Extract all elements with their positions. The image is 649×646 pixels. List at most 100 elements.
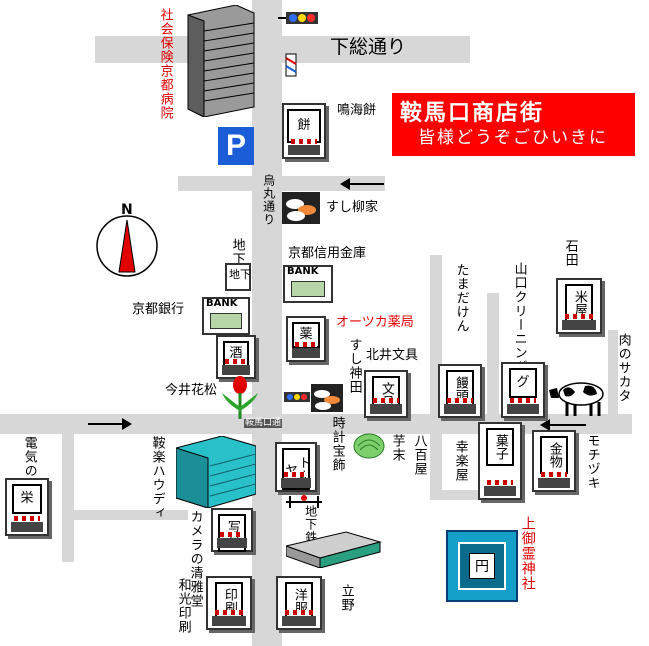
money-icon	[210, 313, 242, 329]
road-cross-upper	[178, 176, 385, 191]
arrow-left-upper	[340, 178, 384, 190]
subway-sign: 地下	[229, 268, 251, 281]
label-shrine: 上御霊神社	[519, 516, 536, 591]
road-east-b	[487, 293, 499, 433]
station-building-icon	[286, 531, 382, 568]
traffic-light-icon	[278, 12, 318, 24]
sign-naruumi: 餅	[287, 109, 321, 143]
label-yasaka: 八百屋	[411, 434, 427, 476]
compass-north: N	[121, 202, 133, 218]
shop-wako[interactable]: 印刷	[206, 576, 252, 630]
road-karasuma	[252, 0, 282, 646]
label-karasuma: 烏丸通り	[261, 174, 276, 226]
sign-kourakuya: 菓子	[486, 428, 514, 466]
shrine-inner: 円	[458, 542, 506, 590]
shop-kitai[interactable]: 文具	[364, 370, 408, 418]
label-subway-top: 地下	[229, 238, 245, 266]
compass-icon	[96, 215, 158, 277]
sign-shrine: 円	[469, 553, 495, 579]
label-kourakuya: 幸楽屋	[452, 440, 468, 482]
shrine-goryo[interactable]: 円	[446, 530, 518, 602]
road-left-side	[62, 430, 74, 562]
shopping-street-banner: 鞍馬口商店街 皆様どうぞごひいきに	[392, 93, 635, 156]
shop-tateno[interactable]: 洋服	[276, 576, 322, 630]
shop-modzuki[interactable]: 金物	[532, 430, 576, 492]
label-shinkin: 京都信用金庫	[288, 246, 367, 261]
road-south-small	[74, 510, 188, 520]
storefront	[11, 516, 43, 532]
label-imosuke: 芋末	[389, 434, 405, 462]
sign-modzuki: 金物	[540, 436, 568, 474]
cow-icon	[549, 382, 604, 416]
shop-kourakuya[interactable]: 菓子	[478, 422, 522, 500]
hospital-building-icon	[187, 5, 255, 117]
storefront	[282, 610, 316, 626]
cabbage-icon	[353, 433, 385, 459]
label-naruumi: 鳴海餅	[337, 103, 377, 118]
road-shimousa	[95, 36, 470, 63]
label-sushi-yanagi: すし柳家	[326, 200, 379, 215]
sushi-icon	[282, 192, 320, 224]
label-imai: 今井花松	[165, 383, 218, 398]
label-wako: 和光印刷	[175, 578, 191, 634]
label-ishida: 石田	[562, 239, 578, 267]
shop-sake[interactable]: 酒	[216, 335, 256, 379]
road-right-cross	[442, 490, 504, 500]
storefront	[507, 398, 539, 414]
label-jikeiho: 時計宝飾	[329, 416, 345, 472]
shop-denki[interactable]: 栄	[5, 478, 49, 536]
storefront	[562, 314, 596, 330]
road-kuramaguchi	[0, 414, 632, 434]
road-east-a	[430, 255, 442, 500]
shop-naruumi[interactable]: 餅	[282, 103, 326, 159]
sign-yamaguchi: グ	[509, 368, 537, 398]
storefront	[484, 480, 516, 496]
subway-entrance[interactable]: 地下	[225, 263, 251, 291]
shop-camera[interactable]: 写真	[211, 508, 253, 552]
bank-kyoto[interactable]: BANK	[202, 297, 250, 335]
label-kuramaguchi: 鞍馬口通	[244, 418, 283, 429]
bank-shinkin[interactable]: BANK	[283, 265, 333, 303]
road-east-c	[608, 330, 618, 420]
department-store-icon	[176, 436, 256, 508]
label-shimousa: 下総通り	[330, 36, 407, 58]
banner-title: 鞍馬口商店街	[400, 100, 545, 126]
banner-subtitle: 皆様どうぞごひいきに	[418, 128, 608, 148]
arrow-right-main	[88, 418, 132, 430]
sushi-icon	[311, 384, 343, 412]
hospital-label: 社会保険京都病院	[157, 8, 173, 120]
storefront	[538, 472, 570, 488]
label-niku: 肉のサカタ	[615, 333, 631, 403]
barber-pole-icon	[285, 53, 297, 77]
label-kuraku: 鞍楽ハウディ	[149, 436, 165, 520]
shop-tokiya[interactable]: トキヤ	[275, 442, 317, 492]
parking-sign: P	[218, 127, 254, 165]
label-modzuki: モチヅキ	[584, 434, 600, 490]
label-tateno: 立野	[338, 584, 354, 612]
traffic-light-icon	[284, 392, 310, 402]
storefront	[292, 342, 320, 358]
storefront	[217, 532, 247, 548]
sign-denki: 栄	[12, 484, 42, 514]
label-kyoto-bank: 京都銀行	[132, 302, 185, 317]
arrow-left-main	[540, 419, 586, 431]
shop-ishida[interactable]: 米屋	[556, 278, 602, 334]
label-subway-bottom: 地下鉄	[303, 505, 318, 544]
bank-sign: BANK	[287, 266, 319, 277]
money-icon	[291, 281, 325, 297]
label-otsuka: オーツカ薬局	[336, 315, 414, 330]
bank-sign: BANK	[206, 298, 238, 309]
shop-otsuka[interactable]: 薬	[286, 316, 326, 362]
storefront	[370, 398, 402, 414]
label-kitai: 北井文具	[366, 348, 419, 363]
storefront	[281, 472, 311, 488]
shop-tamadaken[interactable]: 饅頭	[438, 364, 482, 418]
storefront	[212, 610, 246, 626]
storefront	[222, 359, 250, 375]
label-yamaguchi: 山口クリーニング	[511, 262, 527, 374]
label-camera: カメラの清雅堂	[187, 510, 203, 608]
storefront	[288, 139, 320, 155]
shop-yamaguchi[interactable]: グ	[501, 362, 545, 418]
subway-gate-icon	[286, 495, 322, 508]
label-sushi-kanda: すし神田	[346, 338, 362, 394]
